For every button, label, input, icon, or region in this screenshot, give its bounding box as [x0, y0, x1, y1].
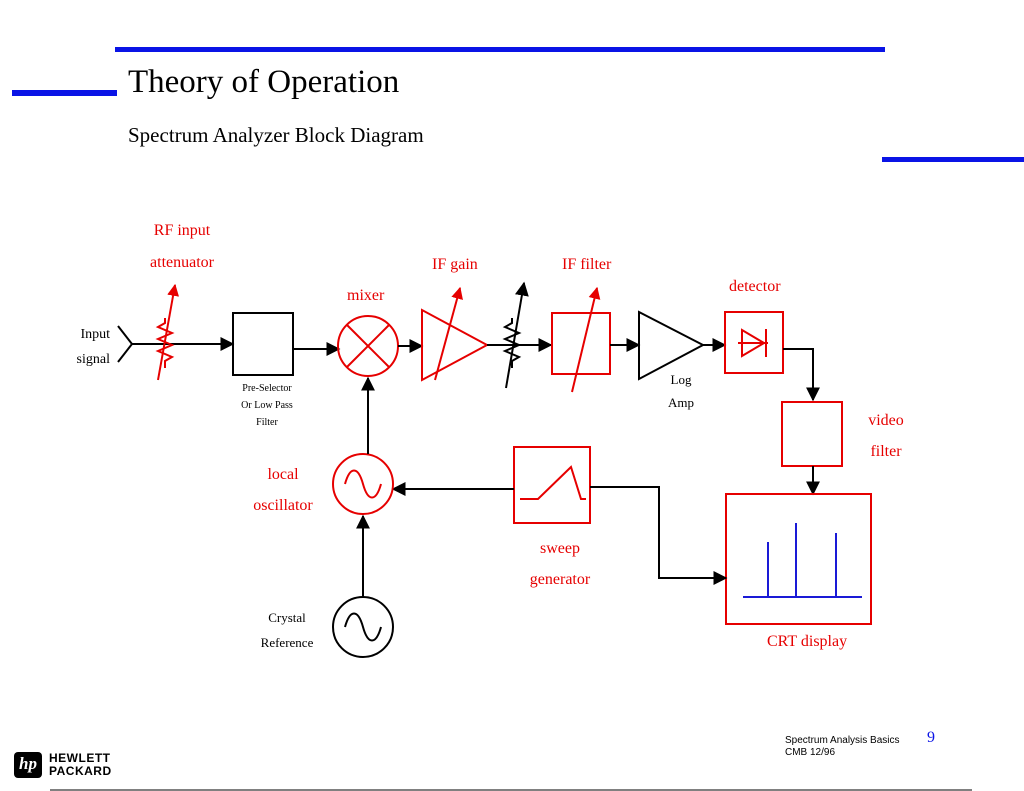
preselector-label-line2: Or Low Pass [241, 400, 293, 411]
local-oscillator-label-line1: local [267, 466, 299, 483]
preselector-box [232, 312, 294, 376]
crystal-reference-label-line2: Reference [260, 635, 314, 650]
rf-attenuator-label-line2: attenuator [150, 254, 214, 271]
top-accent-bar [115, 47, 885, 52]
variable-attenuator-symbol [502, 281, 529, 389]
course-title: Spectrum Analysis Basics [785, 735, 900, 746]
crt-display-symbol [725, 493, 872, 625]
rf-attenuator-label: RF input attenuator [130, 215, 234, 279]
sweep-generator-label-line2: generator [529, 571, 591, 588]
preselector-label: Pre-Selector Or Low Pass Filter [226, 380, 308, 431]
video-filter-label-line1: video [868, 412, 904, 429]
if-filter-label: IF filter [562, 256, 612, 273]
crt-display-label: CRT display [767, 633, 848, 650]
log-amp-symbol [638, 310, 706, 381]
if-filter-symbol [551, 286, 611, 393]
hp-logo-line2: PACKARD [49, 764, 112, 778]
input-signal-symbol [117, 325, 235, 363]
hp-logo-wordmark: HEWLETT PACKARD [49, 752, 112, 778]
page-number: 9 [927, 729, 935, 746]
if-gain-symbol [421, 286, 490, 382]
left-accent-bar [12, 90, 117, 96]
log-amp-label-line1: Log [670, 372, 692, 387]
local-oscillator-label-line2: oscillator [253, 497, 313, 514]
right-accent-bar [882, 157, 1024, 162]
detector-label: detector [729, 278, 781, 295]
local-oscillator-symbol [332, 453, 394, 515]
input-signal-label: Input signal [60, 322, 110, 372]
if-gain-label: IF gain [432, 256, 478, 273]
detector-symbol [724, 311, 784, 374]
course-info: Spectrum Analysis Basics CMB 12/96 [785, 735, 900, 759]
course-date: CMB 12/96 [785, 747, 836, 758]
video-filter-label-line2: filter [870, 443, 902, 460]
preselector-label-line1: Pre-Selector [242, 383, 292, 394]
page-subtitle: Spectrum Analyzer Block Diagram [128, 123, 424, 147]
video-filter-box [781, 401, 843, 467]
local-oscillator-label: local oscillator [245, 459, 321, 521]
input-label-line1: Input [80, 327, 110, 342]
rf-attenuator-label-line1: RF input [153, 222, 211, 239]
crystal-reference-label: Crystal Reference [252, 605, 322, 655]
hp-logo-monogram: hp [14, 752, 42, 778]
sweep-generator-label: sweep generator [516, 533, 604, 595]
rf-attenuator-symbol [155, 283, 180, 381]
log-amp-label-line2: Amp [668, 395, 694, 410]
mixer-label: mixer [347, 287, 385, 304]
log-amp-label: Log Amp [660, 368, 702, 414]
sweep-generator-label-line1: sweep [540, 540, 580, 557]
hp-logo-line1: HEWLETT [49, 751, 111, 765]
crystal-reference-symbol [332, 596, 394, 658]
sweep-generator-symbol [513, 446, 591, 524]
video-filter-label: video filter [858, 405, 914, 467]
mixer-symbol [337, 315, 399, 377]
input-label-line2: signal [76, 352, 110, 367]
preselector-label-line3: Filter [256, 417, 278, 428]
crystal-reference-label-line1: Crystal [268, 610, 306, 625]
page-title: Theory of Operation [128, 64, 400, 100]
